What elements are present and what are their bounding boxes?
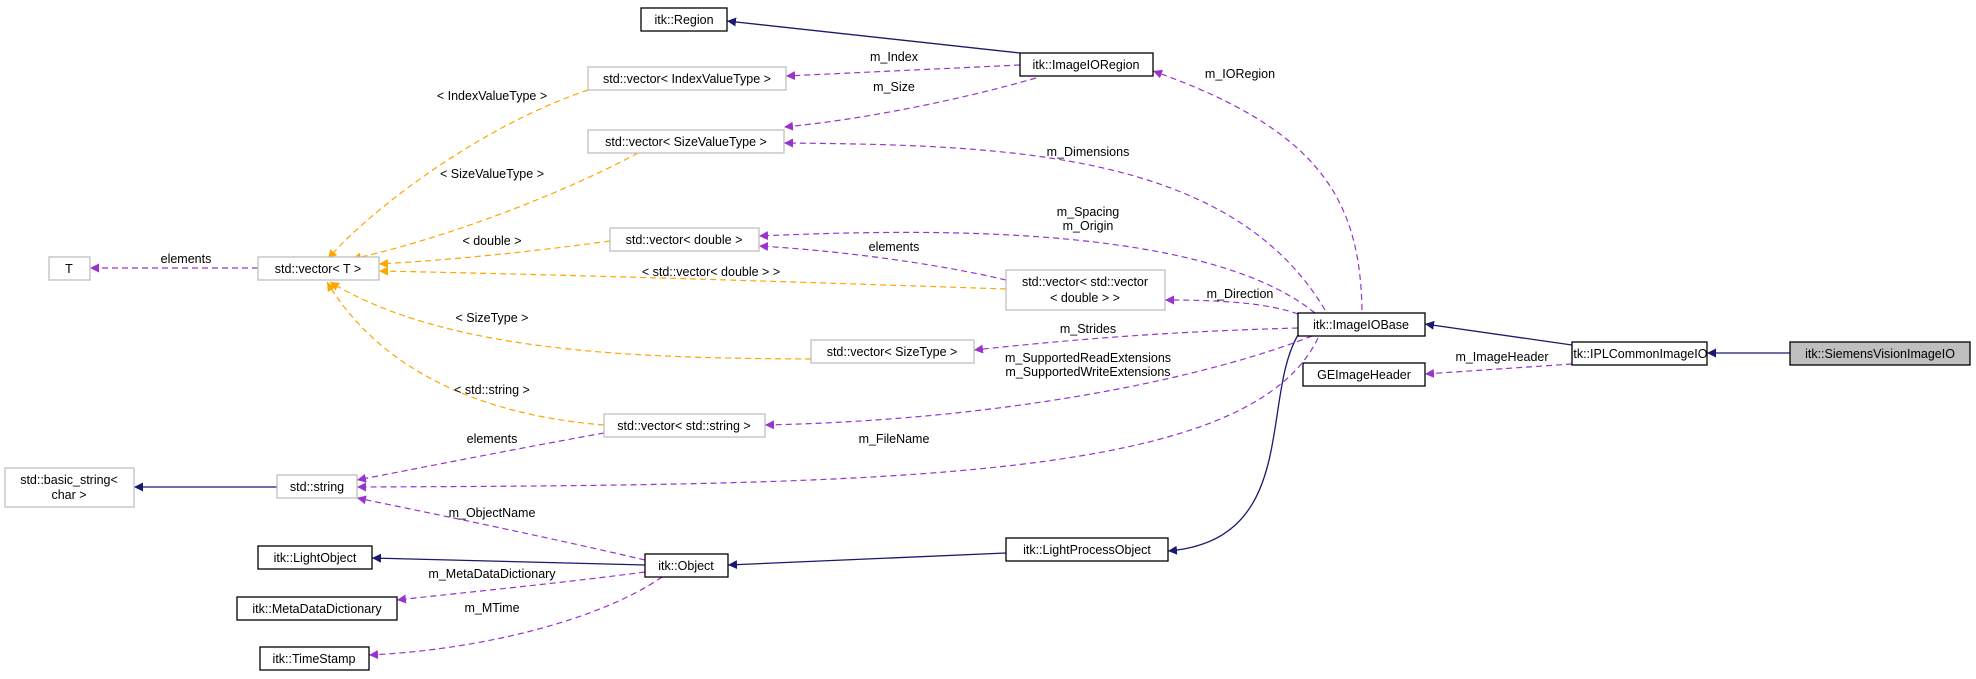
edge-label-m-origin: m_Origin — [1063, 219, 1114, 233]
node-itk-iplcommonimageio[interactable]: itk::IPLCommonImageIO — [1571, 341, 1708, 366]
node-label: std::string — [290, 480, 344, 494]
edge-imageiobase-vecvecdouble — [1164, 295, 1299, 315]
edge-label-index-value-type: < IndexValueType > — [437, 89, 547, 103]
edge-imageiobase-lightprocessobject — [1167, 334, 1299, 555]
edge-vecsize-vect — [351, 152, 639, 262]
node-label: std::vector< T > — [275, 262, 361, 276]
edge-imageiobase-string — [356, 337, 1319, 492]
node-itk-metadatadictionary[interactable]: itk::MetaDataDictionary — [236, 596, 398, 621]
node-label: itk::TimeStamp — [273, 652, 356, 666]
node-vec-index[interactable]: std::vector< IndexValueType > — [587, 66, 787, 91]
edge-vecindex-vect — [327, 89, 589, 260]
edge-label-size-value-type: < SizeValueType > — [440, 167, 544, 181]
edge-iplcommon-imageiobase — [1424, 320, 1573, 346]
edge-vecvecdouble-vect — [378, 266, 1007, 290]
node-label-line-1: std::basic_string< — [20, 473, 118, 487]
node-label: itk::Object — [658, 559, 714, 573]
node-label: T — [65, 262, 73, 276]
edge-vecsizetype-vect — [329, 281, 812, 360]
node-label: std::vector< SizeValueType > — [605, 135, 767, 149]
node-label: itk::LightProcessObject — [1023, 543, 1151, 557]
edge-label-m-imageheader: m_ImageHeader — [1455, 350, 1548, 364]
node-label: itk::IPLCommonImageIO — [1571, 347, 1708, 361]
edge-object-lightobject — [371, 553, 646, 566]
edges — [90, 17, 1790, 660]
node-label: itk::SiemensVisionImageIO — [1805, 347, 1955, 361]
nodes: itk::Region itk::ImageIORegion std::vect… — [4, 7, 1971, 671]
node-itk-timestamp[interactable]: itk::TimeStamp — [259, 646, 370, 671]
node-vec-vec-double[interactable]: std::vector< std::vector < double > > — [1005, 269, 1166, 311]
node-vec-double[interactable]: std::vector< double > — [609, 227, 760, 252]
node-std-basic-string[interactable]: std::basic_string< char > — [4, 467, 135, 508]
edge-label-m-spacing: m_Spacing — [1057, 205, 1120, 219]
node-vec-size[interactable]: std::vector< SizeValueType > — [587, 129, 785, 154]
edge-label-m-metadatadictionary: m_MetaDataDictionary — [428, 567, 556, 581]
edge-label-elements-double: elements — [869, 240, 920, 254]
edge-imageioregion-vecindex — [785, 64, 1021, 81]
edge-imageioregion-region — [726, 17, 1021, 54]
edge-label-tpl-double: < double > — [462, 234, 521, 248]
edge-label-m-size: m_Size — [873, 80, 915, 94]
edge-vecstring-string — [356, 432, 605, 483]
edge-label-m-supported-write: m_SupportedWriteExtensions — [1005, 365, 1170, 379]
edge-imageiobase-imageioregion — [1152, 69, 1363, 311]
edge-label-m-strides: m_Strides — [1060, 322, 1116, 336]
node-label: std::vector< SizeType > — [827, 345, 958, 359]
edge-label-tpl-string: < std::string > — [454, 383, 530, 397]
node-itk-imageiobase[interactable]: itk::ImageIOBase — [1297, 312, 1426, 337]
node-geimageheader[interactable]: GEImageHeader — [1302, 362, 1426, 387]
node-itk-siemensvisionimageio[interactable]: itk::SiemensVisionImageIO — [1789, 341, 1971, 366]
node-label: std::vector< IndexValueType > — [603, 72, 771, 86]
edge-vecstring-vect — [326, 281, 605, 426]
node-itk-lightprocessobject[interactable]: itk::LightProcessObject — [1005, 537, 1169, 562]
edge-label-m-objectname: m_ObjectName — [449, 506, 536, 520]
node-label: itk::MetaDataDictionary — [252, 602, 382, 616]
edge-label-m-dimensions: m_Dimensions — [1047, 145, 1130, 159]
edge-imageiobase-vecdouble — [758, 231, 1316, 314]
edge-vecvecdouble-vecdouble — [758, 242, 1007, 281]
edge-imageiobase-vecstring — [764, 335, 1313, 430]
node-itk-imageioregion[interactable]: itk::ImageIORegion — [1019, 52, 1154, 77]
node-label: itk::Region — [654, 13, 713, 27]
node-label: std::vector< double > — [626, 233, 743, 247]
node-label: GEImageHeader — [1317, 368, 1411, 382]
edge-label-tpl-sizetype: < SizeType > — [456, 311, 529, 325]
edge-iplcommon-geimageheader — [1424, 363, 1573, 378]
edge-label-m-supported-read: m_SupportedReadExtensions — [1005, 351, 1171, 365]
edge-vecdouble-vect — [378, 240, 611, 268]
edge-object-timestamp — [368, 576, 663, 660]
edge-label-m-direction: m_Direction — [1207, 287, 1274, 301]
edge-label-elements-t: elements — [161, 252, 212, 266]
edge-label-elements-string: elements — [467, 432, 518, 446]
node-label: std::vector< std::string > — [617, 419, 750, 433]
edge-label-m-mtime: m_MTime — [464, 601, 519, 615]
edge-labels: m_Index m_Size m_IORegion < IndexValueTy… — [161, 50, 1549, 615]
node-label: itk::LightObject — [274, 551, 357, 565]
edge-imageiobase-vecsize — [783, 138, 1326, 311]
node-itk-region[interactable]: itk::Region — [640, 7, 728, 32]
node-itk-object[interactable]: itk::Object — [644, 553, 729, 578]
edge-label-m-filename: m_FileName — [859, 432, 930, 446]
edge-object-metadatadictionary — [396, 571, 646, 604]
node-label-line-2: char > — [51, 488, 86, 502]
edge-label-m-index: m_Index — [870, 50, 919, 64]
node-vec-t[interactable]: std::vector< T > — [257, 256, 380, 281]
edge-object-string — [356, 495, 646, 561]
node-t[interactable]: T — [48, 256, 91, 281]
node-itk-lightobject[interactable]: itk::LightObject — [257, 545, 373, 570]
node-label-line-1: std::vector< std::vector — [1022, 275, 1148, 289]
node-label-line-2: < double > > — [1050, 291, 1120, 305]
edge-imageioregion-vecsize — [783, 77, 1037, 131]
node-std-string[interactable]: std::string — [276, 474, 358, 499]
node-label: itk::ImageIORegion — [1033, 58, 1140, 72]
node-vec-sizetype[interactable]: std::vector< SizeType > — [810, 339, 975, 364]
edge-lightprocessobject-object — [727, 552, 1007, 570]
edge-label-tpl-vec-double: < std::vector< double > > — [642, 265, 780, 279]
node-label: itk::ImageIOBase — [1313, 318, 1409, 332]
edge-imageiobase-vecsizetype — [973, 327, 1299, 354]
edge-label-m-ioregion: m_IORegion — [1205, 67, 1275, 81]
node-vec-string[interactable]: std::vector< std::string > — [603, 413, 766, 438]
